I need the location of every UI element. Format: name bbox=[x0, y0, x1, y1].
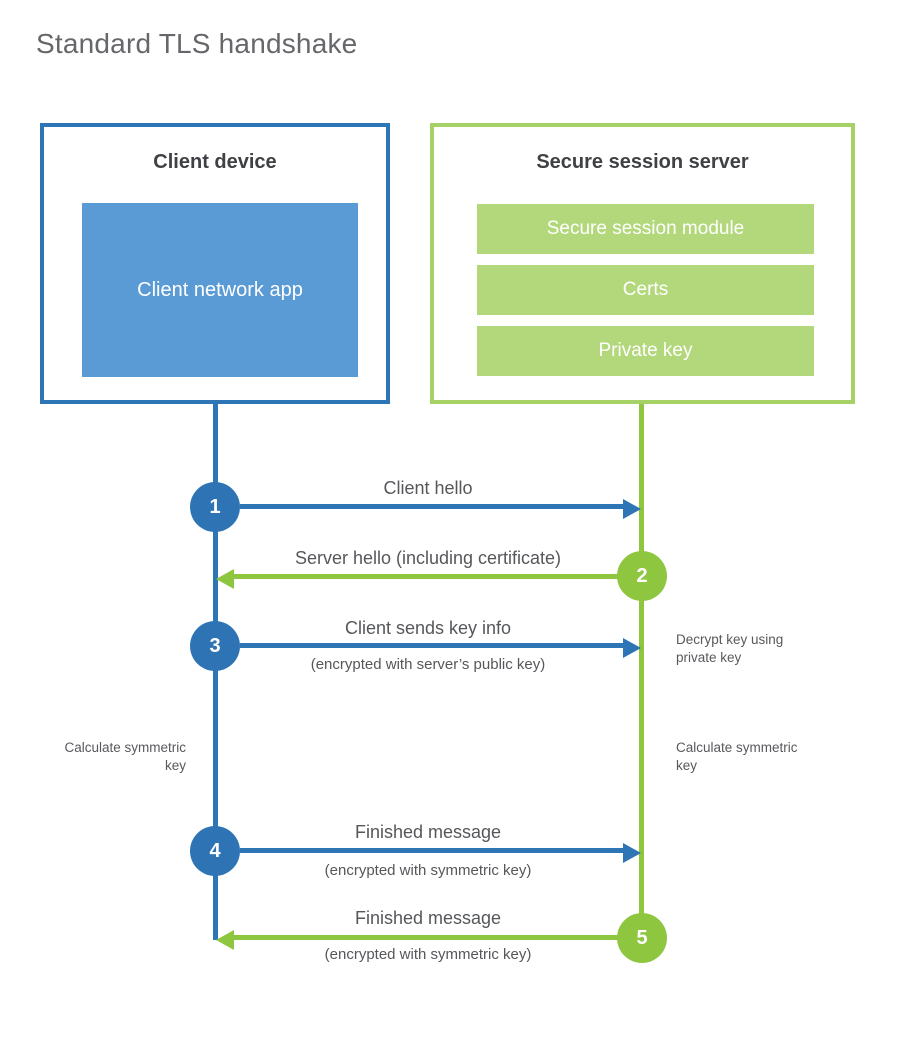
server-module-secure-session: Secure session module bbox=[477, 204, 814, 254]
step2-circle: 2 bbox=[617, 551, 667, 601]
step1-arrow bbox=[240, 504, 624, 509]
calculate-symmetric-key-note-server: Calculate symmetric key bbox=[676, 740, 798, 773]
step5-circle: 5 bbox=[617, 913, 667, 963]
client-device-title: Client device bbox=[153, 151, 277, 173]
step5-label: Finished message bbox=[354, 908, 502, 928]
decrypt-key-note: Decrypt key using private key bbox=[676, 632, 784, 665]
server-module-private-key: Private key bbox=[477, 326, 814, 376]
server-module-certs: Certs bbox=[477, 265, 814, 315]
step4-label: Finished message bbox=[354, 822, 502, 842]
step3-sublabel: (encrypted with server’s public key) bbox=[310, 656, 546, 673]
step4-sublabel: (encrypted with symmetric key) bbox=[324, 862, 532, 879]
client-network-app-box: Client network app bbox=[82, 203, 358, 377]
client-network-app-label: Client network app bbox=[137, 279, 303, 301]
step4-arrow bbox=[240, 848, 624, 853]
client-device-box: Client device Client network app bbox=[40, 123, 390, 404]
server-lifeline bbox=[639, 404, 644, 940]
step5-sublabel: (encrypted with symmetric key) bbox=[324, 946, 532, 963]
secure-session-server-box: Secure session server Secure session mod… bbox=[430, 123, 855, 404]
step4-circle: 4 bbox=[190, 826, 240, 876]
step3-circle: 3 bbox=[190, 621, 240, 671]
step5-arrow bbox=[233, 935, 618, 940]
step2-arrow bbox=[233, 574, 618, 579]
page-title: Standard TLS handshake bbox=[36, 28, 358, 59]
step4-arrowhead-icon bbox=[623, 843, 641, 863]
step3-arrow bbox=[240, 643, 624, 648]
secure-session-server-title: Secure session server bbox=[536, 151, 749, 173]
step3-label: Client sends key info bbox=[344, 618, 512, 638]
step2-arrowhead-icon bbox=[216, 569, 234, 589]
step1-label: Client hello bbox=[383, 478, 473, 498]
calculate-symmetric-key-note-client: Calculate symmetric key bbox=[64, 740, 186, 773]
step5-arrowhead-icon bbox=[216, 930, 234, 950]
client-lifeline bbox=[213, 404, 218, 940]
step2-label: Server hello (including certificate) bbox=[294, 548, 562, 568]
step1-circle: 1 bbox=[190, 482, 240, 532]
step1-arrowhead-icon bbox=[623, 499, 641, 519]
step3-arrowhead-icon bbox=[623, 638, 641, 658]
